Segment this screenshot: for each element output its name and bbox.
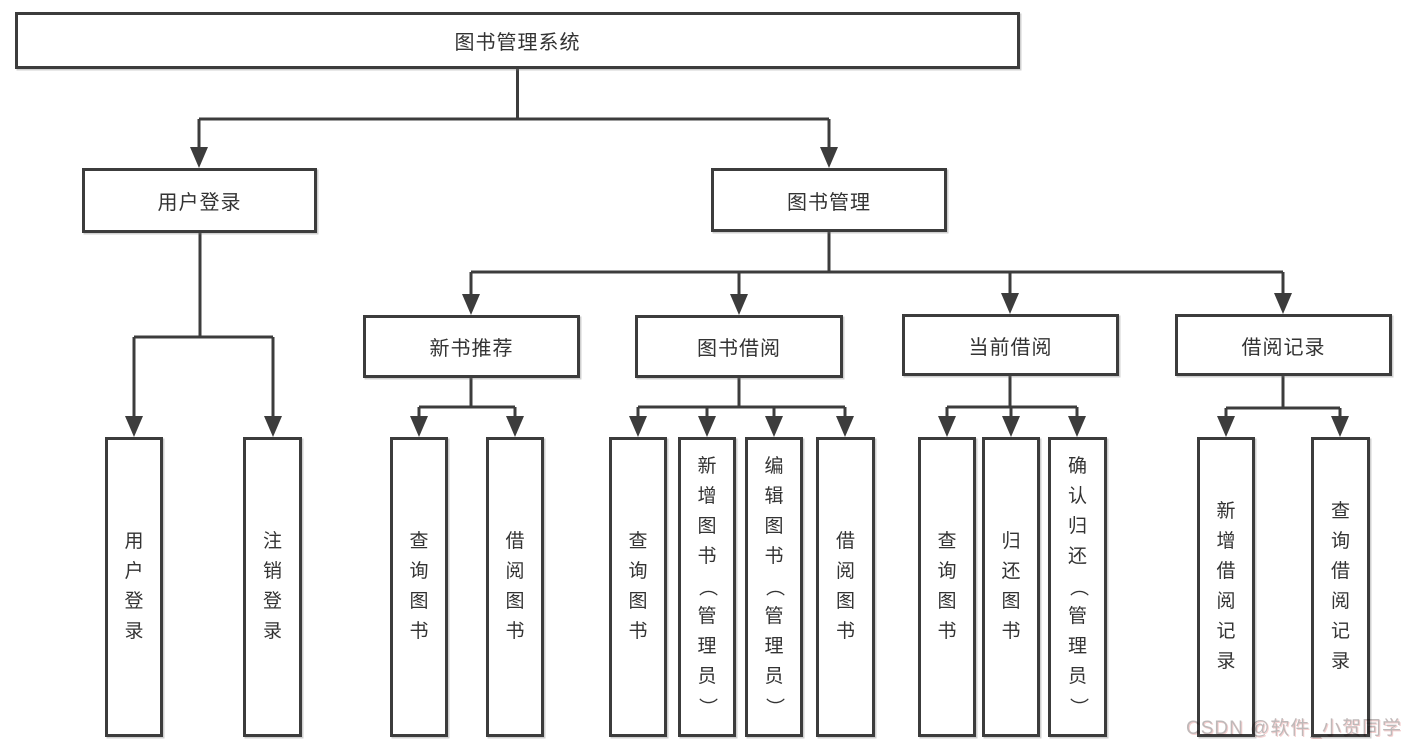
leaf-confirm-return-admin: 确认归还（管理员） <box>1048 437 1107 737</box>
node-new-book-recommend: 新书推荐 <box>363 315 580 378</box>
leaf-query-books-current-label: 查询图书 <box>937 531 957 642</box>
leaf-query-borrow-record-label: 查询借阅记录 <box>1330 501 1350 672</box>
node-root: 图书管理系统 <box>15 12 1020 69</box>
node-book-borrowing: 图书借阅 <box>635 315 843 378</box>
leaf-edit-books-admin: 编辑图书（管理员） <box>745 437 803 737</box>
leaf-add-borrow-record-label: 新增借阅记录 <box>1216 501 1236 672</box>
leaf-user-login: 用户登录 <box>105 437 163 737</box>
leaf-query-books-current: 查询图书 <box>918 437 976 737</box>
node-book-management-label: 图书管理 <box>787 191 871 214</box>
leaf-query-borrow-record: 查询借阅记录 <box>1311 437 1370 737</box>
node-new-book-recommend-label: 新书推荐 <box>429 338 514 360</box>
leaf-borrow-books-recommend: 借阅图书 <box>486 437 544 737</box>
node-current-borrowing: 当前借阅 <box>902 314 1119 376</box>
leaf-query-books-recommend-label: 查询图书 <box>409 531 429 642</box>
leaf-borrow-books-recommend-label: 借阅图书 <box>505 531 525 642</box>
node-borrowing-records-label: 借阅记录 <box>1241 336 1326 359</box>
leaf-add-books-admin-label: 新增图书（管理员） <box>696 456 718 717</box>
node-current-borrowing-label: 当前借阅 <box>968 336 1053 359</box>
node-user-login: 用户登录 <box>82 168 317 233</box>
node-user-login-label: 用户登录 <box>157 192 242 214</box>
leaf-confirm-return-admin-label: 确认归还（管理员） <box>1067 456 1089 717</box>
node-root-label: 图书管理系统 <box>454 32 581 54</box>
leaf-return-books-label: 归还图书 <box>1001 531 1021 642</box>
leaf-query-books-borrowing-label: 查询图书 <box>628 531 648 642</box>
leaf-query-books-borrowing: 查询图书 <box>609 437 667 737</box>
node-borrowing-records: 借阅记录 <box>1175 314 1392 376</box>
node-book-borrowing-label: 图书借阅 <box>697 338 781 360</box>
leaf-return-books: 归还图书 <box>982 437 1040 737</box>
leaf-add-borrow-record: 新增借阅记录 <box>1197 437 1255 737</box>
leaf-edit-books-admin-label: 编辑图书（管理员） <box>763 456 785 717</box>
leaf-add-books-admin: 新增图书（管理员） <box>678 437 736 737</box>
leaf-query-books-recommend: 查询图书 <box>390 437 448 737</box>
leaf-borrow-books-borrowing-label: 借阅图书 <box>835 531 855 642</box>
leaf-user-login-label: 用户登录 <box>124 531 144 642</box>
leaf-logout-label: 注销登录 <box>262 531 282 642</box>
leaf-borrow-books-borrowing: 借阅图书 <box>816 437 875 737</box>
leaf-logout: 注销登录 <box>243 437 302 737</box>
csdn-watermark: CSDN @软件_小贺同学 <box>1186 718 1402 739</box>
node-book-management: 图书管理 <box>711 168 947 232</box>
